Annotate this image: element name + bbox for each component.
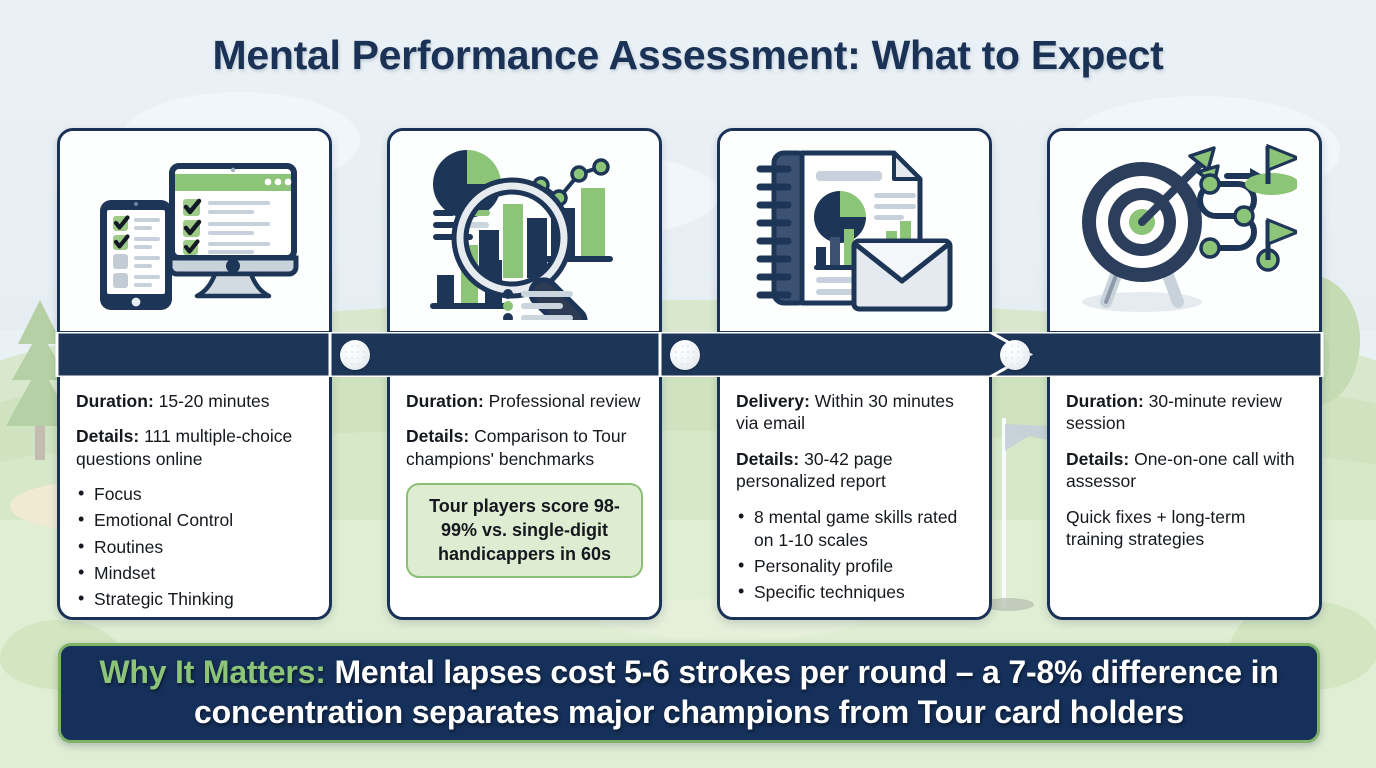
- list-item: Strategic Thinking: [76, 587, 313, 611]
- banner-lead: Why It Matters:: [99, 654, 326, 691]
- line-label: Details:: [76, 426, 140, 447]
- devices-checklist-icon: [60, 131, 329, 331]
- golf-ball-icon: [670, 340, 700, 370]
- line-text: One-on-one call with assessor: [1066, 448, 1295, 492]
- banner-body: Mental lapses cost 5-6 strokes per round…: [194, 654, 1279, 730]
- line-label: Details:: [406, 426, 470, 447]
- stage-line: Delivery: Within 30 minutes via email: [736, 390, 973, 435]
- stage-card-2[interactable]: STAGE 2: ANALYSIS Duration: Professional…: [387, 128, 662, 620]
- stage-line: Details: One-on-one call with assessor: [1066, 448, 1303, 493]
- stage-line: Details: 30-42 page personalized report: [736, 448, 973, 493]
- report-envelope-icon: [720, 131, 989, 331]
- stage-bullets: Focus Emotional Control Routines Mindset…: [76, 482, 313, 611]
- target-roadmap-icon: [1050, 131, 1319, 331]
- stage-header-label: STAGE 2: ANALYSIS: [404, 342, 595, 364]
- line-text: 30-42 page personalized report: [736, 448, 893, 492]
- line-label: Details:: [1066, 448, 1130, 469]
- line-label: Duration:: [406, 391, 484, 411]
- why-it-matters-banner: Why It Matters: Mental lapses cost 5-6 s…: [58, 643, 1320, 743]
- line-label: Duration:: [76, 391, 154, 411]
- line-label: Delivery:: [736, 391, 810, 411]
- stage-header-3: STAGE 3: REPORT: [720, 331, 989, 376]
- list-item: Routines: [76, 535, 313, 559]
- stage-body-1: Duration: 15-20 minutes Details: 111 mul…: [60, 376, 329, 617]
- list-item: Specific techniques: [736, 580, 973, 604]
- line-text: 30-minute review session: [1066, 391, 1282, 434]
- list-item: Personality profile: [736, 554, 973, 578]
- stage-cards: STAGE 1: ASSESSMENT Duration: 15-20 minu…: [0, 128, 1376, 620]
- stage-line: Duration: Professional review: [406, 390, 643, 412]
- stage-line: Details: 111 multiple-choice questions o…: [76, 425, 313, 470]
- page-title: Mental Performance Assessment: What to E…: [212, 32, 1164, 78]
- list-item: Emotional Control: [76, 508, 313, 532]
- line-text: Quick fixes + long-term training strateg…: [1066, 506, 1246, 549]
- golf-ball-icon: [1000, 340, 1030, 370]
- stage-body-4: Duration: 30-minute review session Detai…: [1050, 376, 1319, 573]
- stage-line: Duration: 30-minute review session: [1066, 390, 1303, 435]
- stage-header-2: STAGE 2: ANALYSIS: [390, 331, 659, 376]
- stage-header-label: STAGE 4: ACTION PLAN: [1064, 342, 1291, 364]
- line-text: 111 multiple-choice questions online: [76, 426, 293, 469]
- stage-body-3: Delivery: Within 30 minutes via email De…: [720, 376, 989, 617]
- line-label: Details:: [736, 448, 800, 469]
- line-text: Within 30 minutes via email: [736, 391, 954, 434]
- line-text: 15-20 minutes: [153, 391, 270, 411]
- stage-header-4: STAGE 4: ACTION PLAN: [1050, 331, 1319, 376]
- stage-header-label: STAGE 3: REPORT: [734, 342, 910, 364]
- stage-card-4[interactable]: STAGE 4: ACTION PLAN Duration: 30-minute…: [1047, 128, 1322, 620]
- stage-card-1[interactable]: STAGE 1: ASSESSMENT Duration: 15-20 minu…: [57, 128, 332, 620]
- list-item: Focus: [76, 482, 313, 506]
- highlight-callout: Tour players score 98-99% vs. single-dig…: [406, 483, 643, 579]
- stage-body-2: Duration: Professional review Details: C…: [390, 376, 659, 588]
- stage-line: Quick fixes + long-term training strateg…: [1066, 506, 1303, 551]
- line-label: Duration:: [1066, 391, 1144, 411]
- stage-bullets: 8 mental game skills rated on 1-10 scale…: [736, 505, 973, 605]
- stage-line: Duration: 15-20 minutes: [76, 390, 313, 412]
- stage-header-1: STAGE 1: ASSESSMENT: [60, 331, 329, 376]
- list-item: Mindset: [76, 561, 313, 585]
- line-text: Comparison to Tour champions' benchmarks: [406, 426, 627, 469]
- stage-header-label: STAGE 1: ASSESSMENT: [74, 342, 302, 364]
- golf-ball-icon: [340, 340, 370, 370]
- banner-text: Why It Matters: Mental lapses cost 5-6 s…: [81, 653, 1297, 732]
- stage-line: Details: Comparison to Tour champions' b…: [406, 425, 643, 470]
- line-text: Professional review: [483, 391, 641, 411]
- chart-magnifier-icon: [390, 131, 659, 331]
- stage-card-3[interactable]: STAGE 3: REPORT Delivery: Within 30 minu…: [717, 128, 992, 620]
- list-item: 8 mental game skills rated on 1-10 scale…: [736, 505, 973, 553]
